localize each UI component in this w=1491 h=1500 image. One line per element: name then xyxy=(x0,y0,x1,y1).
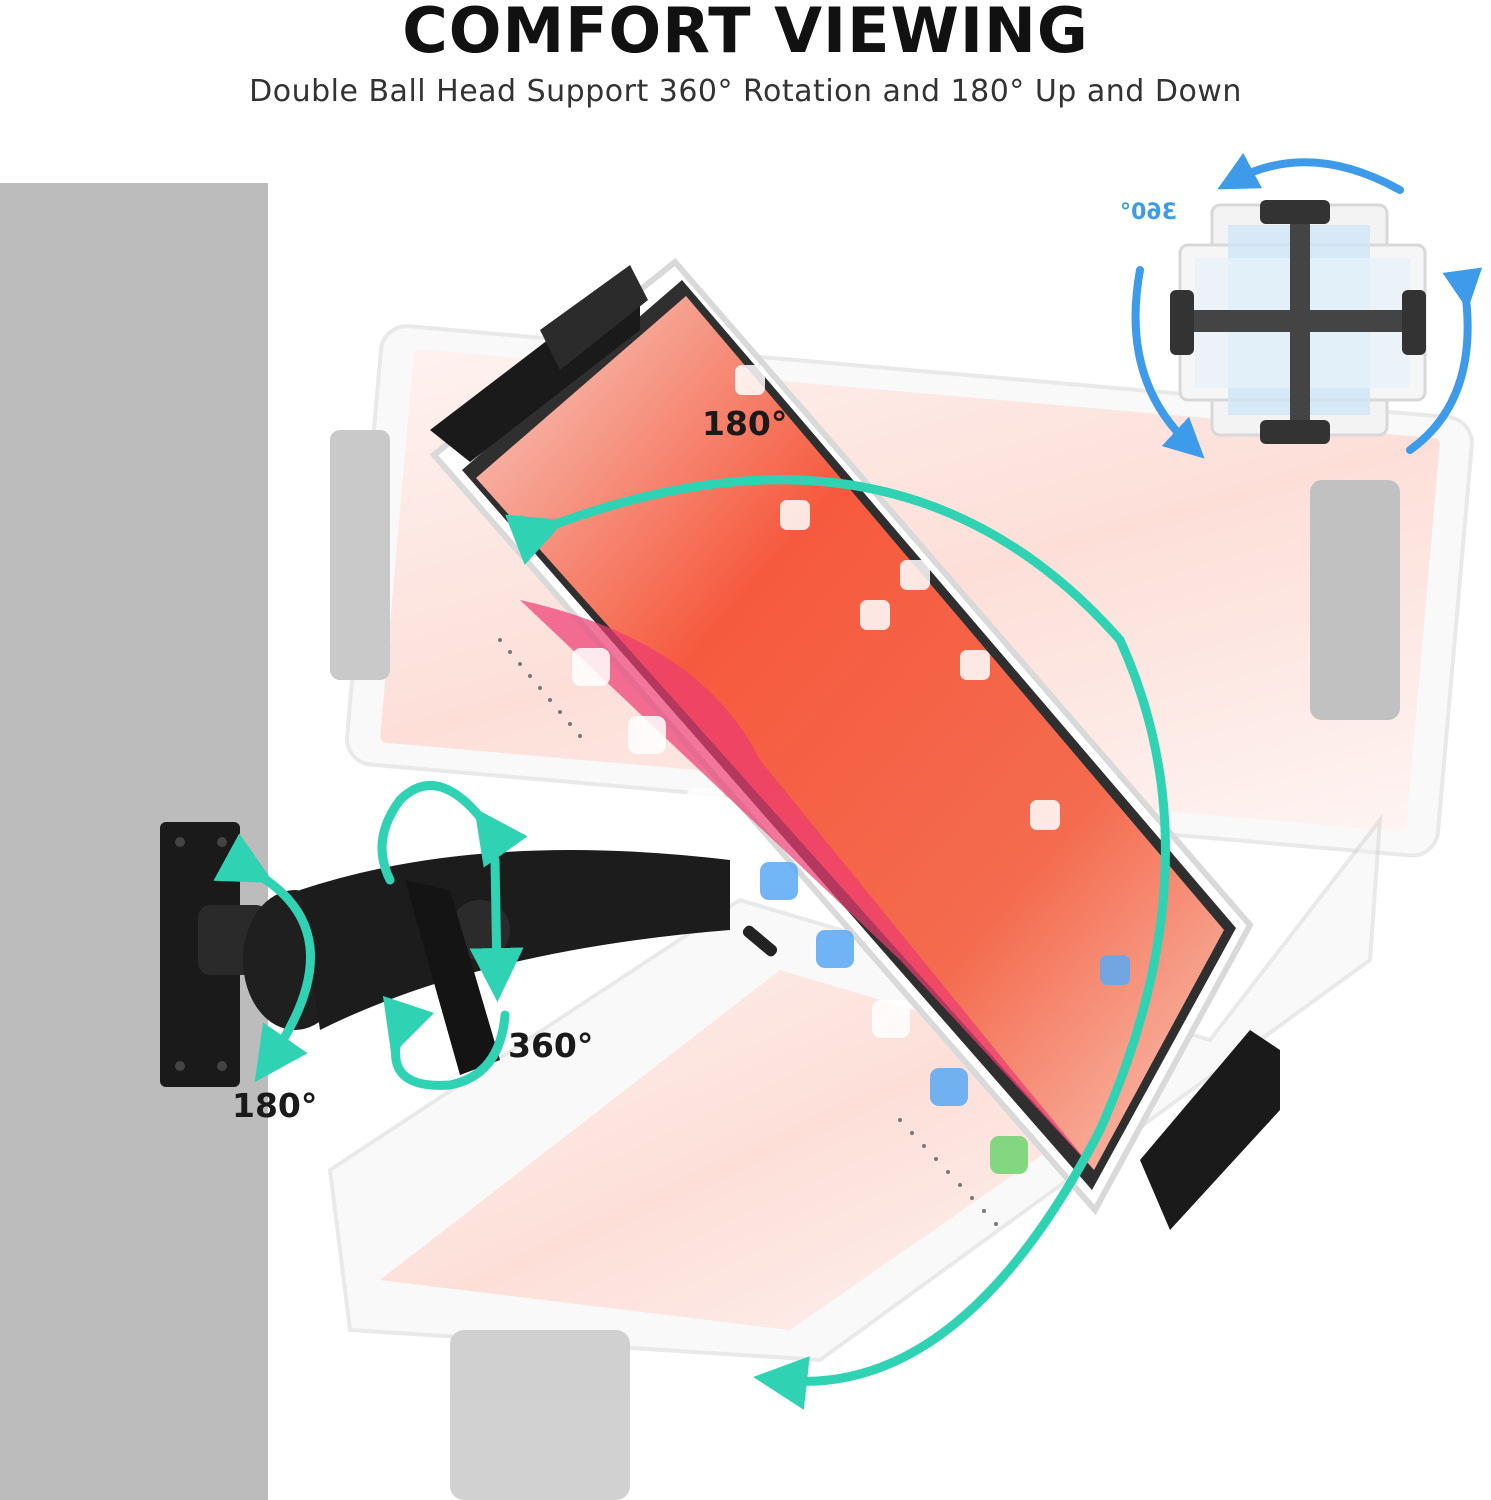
top-clamp xyxy=(430,265,648,462)
rotation-label-base: 180° xyxy=(232,1086,318,1125)
bottom-clamp xyxy=(1140,1030,1280,1230)
page-title: COMFORT VIEWING xyxy=(402,0,1089,67)
header: COMFORT VIEWING Double Ball Head Support… xyxy=(0,0,1491,150)
rotation-label-swivel: 360° xyxy=(508,1026,594,1065)
page-subtitle: Double Ball Head Support 360° Rotation a… xyxy=(249,74,1242,109)
inset-rotation-label: 360° xyxy=(1120,200,1177,225)
teal-arrows xyxy=(213,475,1170,1410)
rotation-label-top: 180° xyxy=(702,404,788,443)
inset-rotation-diagram xyxy=(1131,152,1483,459)
